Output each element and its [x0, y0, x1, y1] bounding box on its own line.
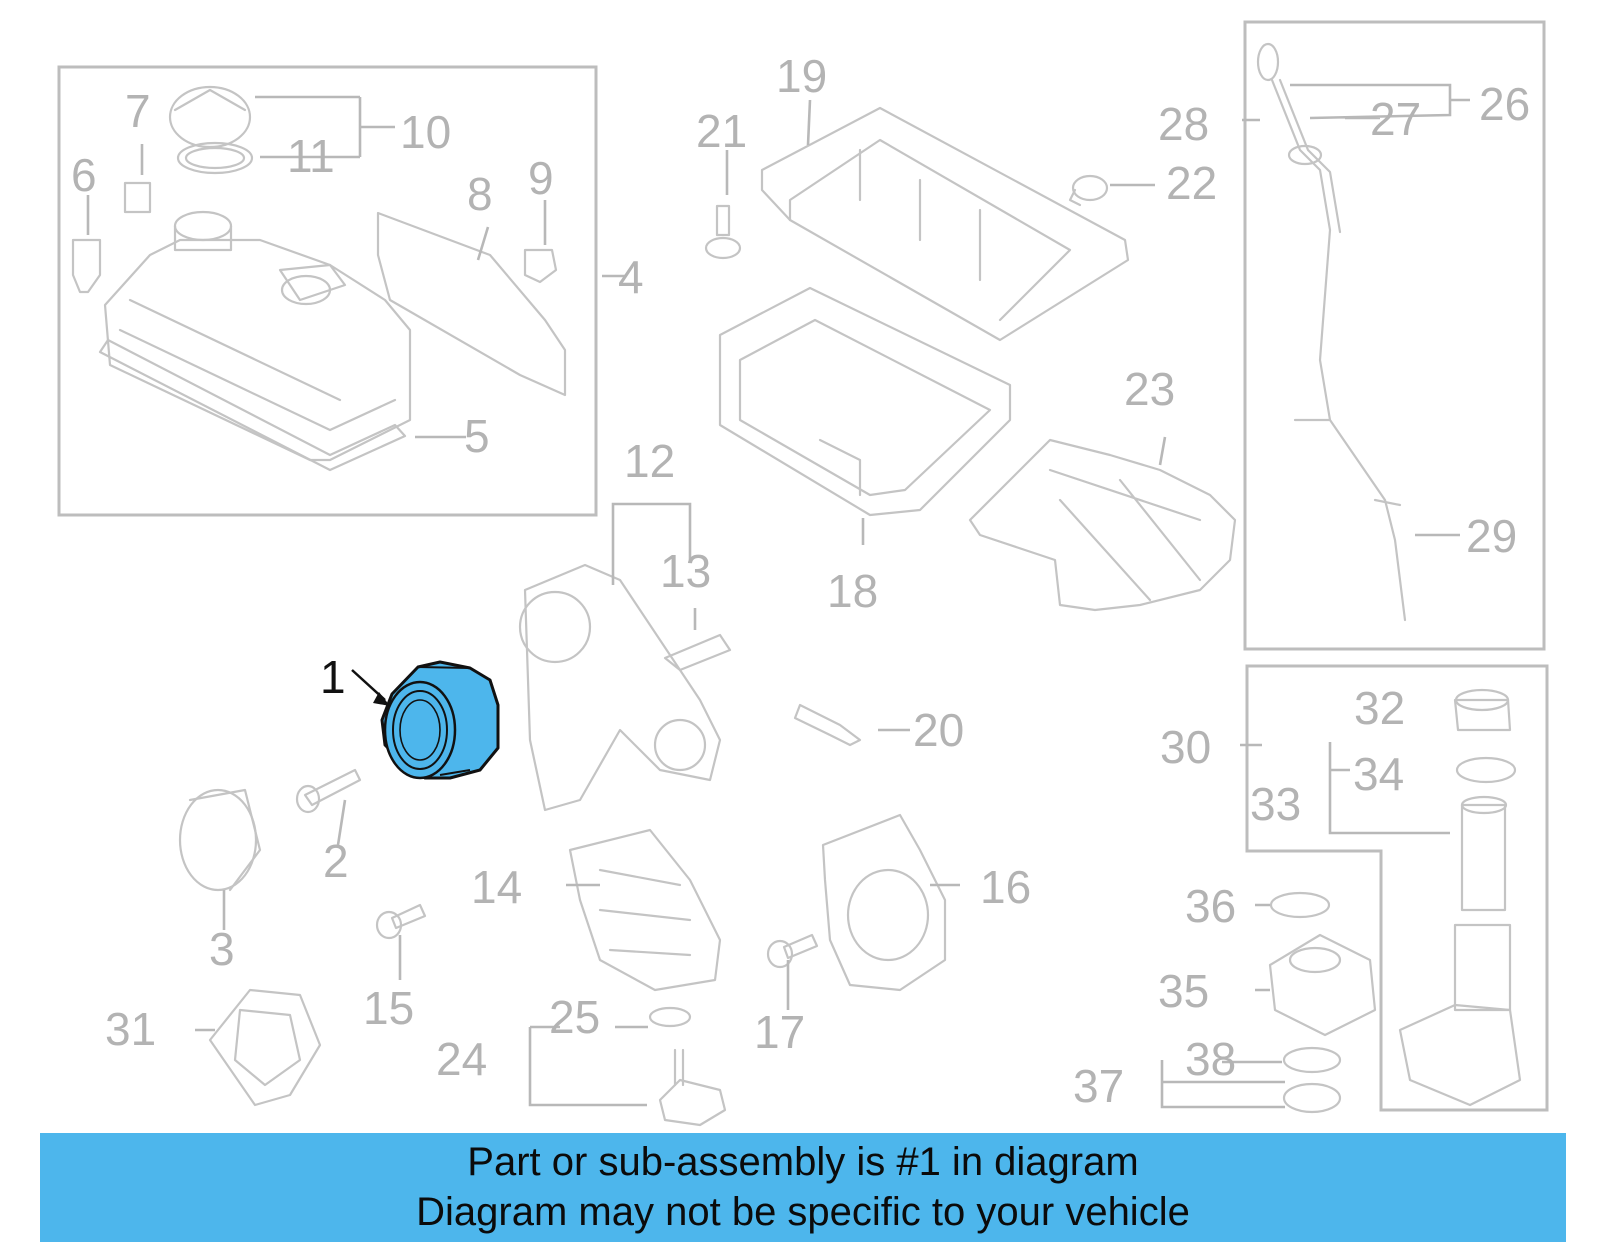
callout-13: 13: [660, 545, 711, 597]
callout-20: 20: [913, 704, 964, 756]
callout-27: 27: [1370, 93, 1421, 145]
callout-35: 35: [1158, 965, 1209, 1017]
callout-24: 24: [436, 1033, 487, 1085]
callout-4: 4: [618, 251, 644, 303]
callout-labels: 1 2 3 4 5 6 7 8 9 10 11 12 13 14 15 16 1…: [71, 50, 1530, 1112]
callout-28: 28: [1158, 98, 1209, 150]
cover-16-drawing: [821, 813, 947, 992]
callout-33: 33: [1250, 778, 1301, 830]
highlighted-part-1-drawing: [351, 660, 500, 780]
callout-30: 30: [1160, 721, 1211, 773]
arrowhead-icon: [373, 692, 390, 706]
lower-timing-cover-14-drawing: [568, 828, 722, 992]
bolt-2-drawing: [295, 768, 362, 814]
callout-5: 5: [464, 410, 490, 462]
callout-22: 22: [1166, 157, 1217, 209]
sensor-24-drawing: [648, 1006, 727, 1127]
callout-16: 16: [980, 861, 1031, 913]
oil-pan-bolt-22-drawing: [1068, 174, 1109, 207]
callout-8: 8: [467, 168, 493, 220]
valve-cover-gasket-drawing: [98, 338, 407, 472]
callout-9: 9: [528, 152, 554, 204]
valve-cover-drawing: [103, 210, 412, 462]
bolt-17-drawing: [766, 933, 819, 969]
callout-36: 36: [1185, 880, 1236, 932]
dipstick-drawing: [1256, 42, 1407, 622]
oil-filter-parts-drawing: [1268, 688, 1522, 1114]
callout-34: 34: [1353, 748, 1404, 800]
sealant-tube-20-drawing: [793, 703, 862, 747]
leader-lines: [86, 83, 1470, 1109]
callout-2: 2: [323, 835, 349, 887]
cap-3-drawing: [178, 788, 262, 892]
banner-line-1: Part or sub-assembly is #1 in diagram: [467, 1140, 1139, 1184]
timing-belt-cover-12-drawing: [518, 563, 722, 812]
callout-21: 21: [696, 105, 747, 157]
callout-38: 38: [1185, 1033, 1236, 1085]
group-box-oil-filter: [1245, 664, 1549, 1112]
clip-13-drawing: [663, 633, 732, 672]
callout-14: 14: [471, 861, 522, 913]
callout-26: 26: [1479, 78, 1530, 130]
group-box-dipstick: [1243, 20, 1546, 651]
callout-7: 7: [125, 85, 151, 137]
callout-29: 29: [1466, 510, 1517, 562]
callout-31: 31: [105, 1003, 156, 1055]
callout-25: 25: [549, 991, 600, 1043]
oil-baffle-23-drawing: [968, 438, 1237, 612]
callout-37: 37: [1073, 1060, 1124, 1112]
callout-12: 12: [624, 435, 675, 487]
small-parts-6-7-9: [71, 181, 558, 294]
banner-line-2: Diagram may not be specific to your vehi…: [416, 1190, 1190, 1234]
callout-32: 32: [1354, 682, 1405, 734]
group-box-valve-cover: [57, 65, 598, 517]
oil-filler-cap-drawing: [168, 85, 254, 175]
engine-cover-8-drawing: [376, 211, 567, 397]
callout-23: 23: [1124, 363, 1175, 415]
callout-6: 6: [71, 149, 97, 201]
info-banner: Part or sub-assembly is #1 in diagram Di…: [40, 1133, 1566, 1242]
upper-oil-pan-drawing: [760, 106, 1130, 342]
plate-31-drawing: [208, 988, 322, 1107]
callout-18: 18: [827, 565, 878, 617]
callout-3: 3: [209, 923, 235, 975]
callout-11: 11: [287, 130, 335, 182]
callout-10: 10: [400, 106, 451, 158]
callout-17: 17: [754, 1006, 805, 1058]
bolt-15-drawing: [375, 903, 427, 940]
lower-oil-pan-drawing: [718, 286, 1012, 517]
callout-15: 15: [363, 982, 414, 1034]
callout-1: 1: [320, 651, 346, 703]
oil-pan-bolt-21-drawing: [704, 204, 742, 260]
callout-19: 19: [776, 50, 827, 102]
